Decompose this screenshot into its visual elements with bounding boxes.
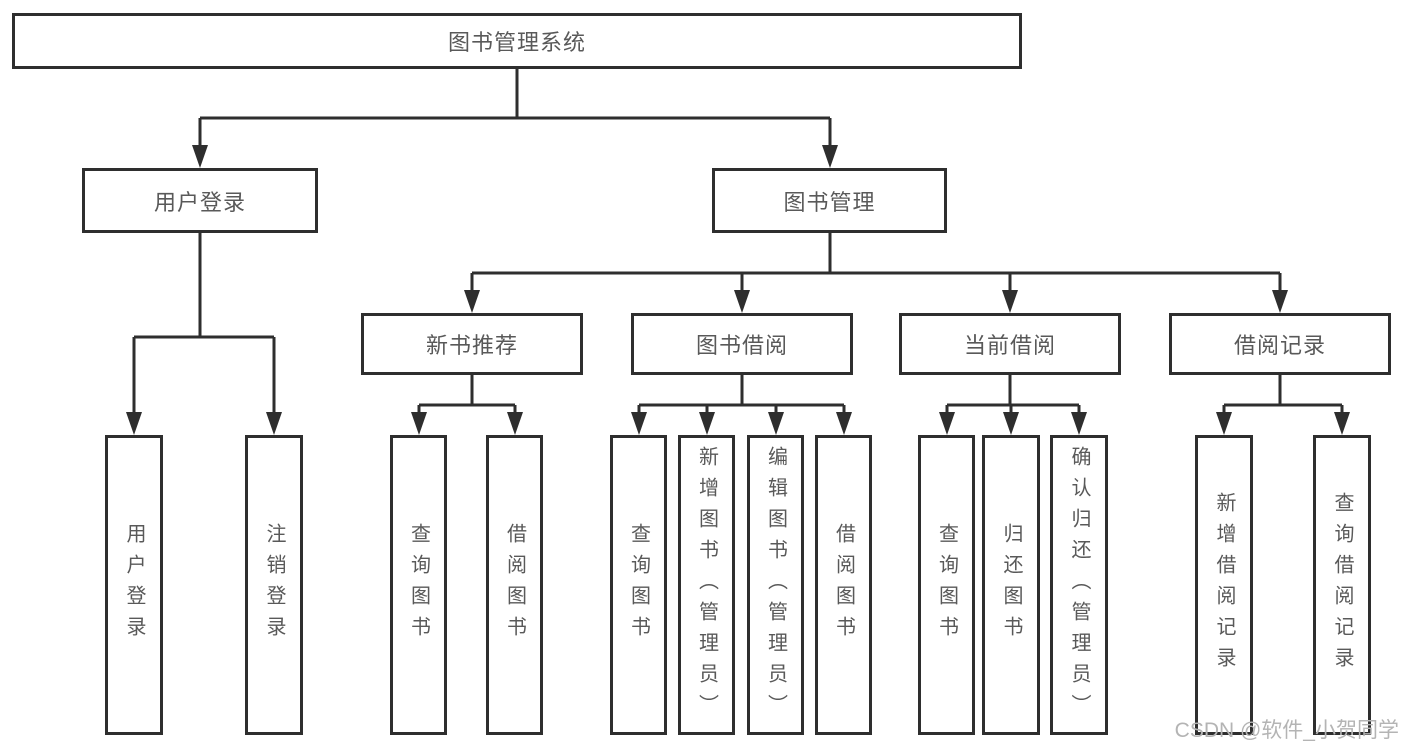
arrowheads xyxy=(126,145,1350,435)
leaf-records-add-record-label: 新增借阅记录 xyxy=(1213,492,1235,678)
node-book-management-label: 图书管理 xyxy=(783,189,876,215)
node-book-borrow-label: 图书借阅 xyxy=(695,333,788,358)
leaf-records-add-record: 新增借阅记录 xyxy=(1195,435,1253,735)
node-borrow-records: 借阅记录 xyxy=(1169,313,1391,375)
leaf-user-login-label: 用户登录 xyxy=(123,523,145,647)
leaf-borrow-borrow-books: 借阅图书 xyxy=(815,435,872,735)
leaf-current-query-books-label: 查询图书 xyxy=(935,523,958,647)
node-user-login-label: 用户登录 xyxy=(153,189,246,215)
node-user-login: 用户登录 xyxy=(82,168,318,233)
node-book-borrow: 图书借阅 xyxy=(631,313,853,375)
leaf-current-return-books: 归还图书 xyxy=(982,435,1040,735)
node-root: 图书管理系统 xyxy=(12,13,1022,69)
node-borrow-records-label: 借阅记录 xyxy=(1233,333,1326,358)
leaf-borrow-edit-books-admin-label: 编辑图书（管理员） xyxy=(764,445,787,725)
leaf-newbook-borrow-books-label: 借阅图书 xyxy=(503,523,526,647)
leaf-newbook-borrow-books: 借阅图书 xyxy=(486,435,543,735)
leaf-user-login: 用户登录 xyxy=(105,435,163,735)
node-current-borrow-label: 当前借阅 xyxy=(963,333,1056,358)
leaf-current-query-books: 查询图书 xyxy=(918,435,975,735)
leaf-records-query-record-label: 查询借阅记录 xyxy=(1331,492,1353,678)
csdn-watermark: CSDN @软件_小贺同学 xyxy=(1174,719,1399,742)
node-new-book-recommend: 新书推荐 xyxy=(361,313,583,375)
leaf-logout-label: 注销登录 xyxy=(263,523,285,647)
leaf-borrow-borrow-books-label: 借阅图书 xyxy=(832,523,855,647)
leaf-borrow-add-books-admin-label: 新增图书（管理员） xyxy=(695,445,718,725)
leaf-current-confirm-return-admin-label: 确认归还（管理员） xyxy=(1068,445,1090,725)
node-current-borrow: 当前借阅 xyxy=(899,313,1121,375)
leaf-newbook-query-books: 查询图书 xyxy=(390,435,447,735)
leaf-current-return-books-label: 归还图书 xyxy=(1000,523,1022,647)
node-root-label: 图书管理系统 xyxy=(447,30,586,55)
node-book-management: 图书管理 xyxy=(712,168,947,233)
leaf-logout: 注销登录 xyxy=(245,435,303,735)
node-new-book-recommend-label: 新书推荐 xyxy=(425,333,518,358)
leaf-borrow-add-books-admin: 新增图书（管理员） xyxy=(678,435,735,735)
leaf-records-query-record: 查询借阅记录 xyxy=(1313,435,1371,735)
leaf-newbook-query-books-label: 查询图书 xyxy=(407,523,430,647)
leaf-current-confirm-return-admin: 确认归还（管理员） xyxy=(1050,435,1108,735)
leaf-borrow-query-books: 查询图书 xyxy=(610,435,667,735)
leaf-borrow-edit-books-admin: 编辑图书（管理员） xyxy=(747,435,804,735)
leaf-borrow-query-books-label: 查询图书 xyxy=(627,523,650,647)
